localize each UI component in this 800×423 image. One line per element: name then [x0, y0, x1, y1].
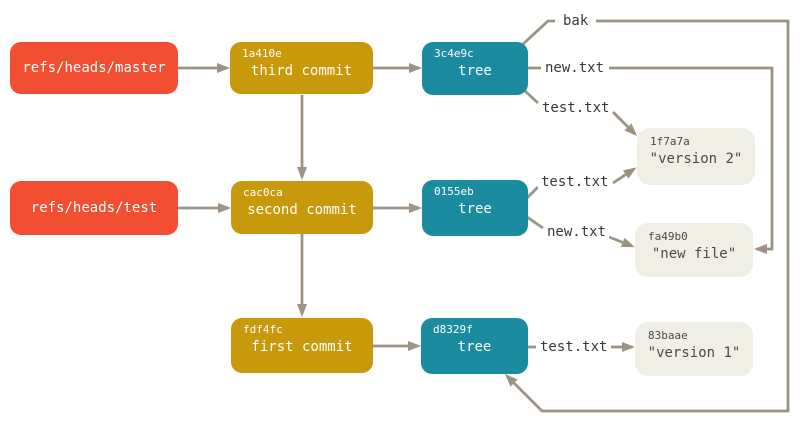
- commit-third: 1a410e third commit: [230, 42, 373, 94]
- edge-label-test-txt-from-0155eb: test.txt: [538, 172, 612, 192]
- commit-hash: 1a410e: [242, 47, 282, 60]
- tree-label: tree: [457, 339, 492, 355]
- edge-label-new-txt-from-0155eb: new.txt: [544, 222, 610, 242]
- blob-1f7a7a: 1f7a7a "version 2": [637, 128, 755, 185]
- edge-tree-3c4e9c-to-bak-label: [521, 19, 555, 47]
- edge-label-new-txt-from-3c4e9c: new.txt: [542, 58, 608, 78]
- ref-refs-heads-master: refs/heads/master: [10, 42, 178, 94]
- blob-label: "version 2": [649, 151, 743, 167]
- edge-tree-0155eb-to-testtxt-label: [525, 186, 539, 200]
- commit-label: third commit: [250, 63, 353, 79]
- tree-label: tree: [458, 63, 492, 79]
- edge-label-test-txt-from-3c4e9c: test.txt: [539, 98, 613, 118]
- edge-bak-label-to-tree-d8329f: [504, 19, 790, 413]
- blob-hash: 83baae: [648, 329, 688, 342]
- blob-83baae: 83baae "version 1": [635, 322, 753, 376]
- ref-label: refs/heads/master: [22, 60, 166, 76]
- blob-label: "version 1": [647, 345, 741, 361]
- tree-label: tree: [458, 201, 492, 217]
- edge-label-test-txt-from-d8329f: test.txt: [537, 337, 611, 357]
- commit-hash: fdf4fc: [243, 323, 283, 336]
- blob-hash: 1f7a7a: [650, 135, 690, 148]
- edge-newtxt-label-to-blob-fa49b0: [609, 66, 774, 254]
- tree-hash: 0155eb: [434, 185, 474, 198]
- edge-testtxt-label-to-blob-1f7a7a: [612, 111, 638, 137]
- edge-label-bak: bak: [555, 11, 597, 31]
- commit-label: second commit: [247, 202, 357, 218]
- commit-hash: cac0ca: [243, 186, 283, 199]
- blob-fa49b0: fa49b0 "new file": [635, 223, 753, 277]
- edge-tree-3c4e9c-to-testtxt-label: [524, 89, 539, 105]
- ref-refs-heads-test: refs/heads/test: [10, 181, 178, 235]
- tree-d8329f: d8329f tree: [421, 318, 528, 374]
- tree-hash: 3c4e9c: [434, 47, 474, 60]
- ref-label: refs/heads/test: [30, 200, 158, 216]
- commit-first: fdf4fc first commit: [231, 318, 373, 373]
- edge-tree-0155eb-to-newtxt-label: [526, 215, 544, 230]
- commit-second: cac0ca second commit: [231, 181, 373, 234]
- commit-label: first commit: [251, 339, 353, 355]
- edge-newtxt2-label-to-blob-fa49b0: [608, 235, 635, 248]
- edge-testtxt2-label-to-blob-1f7a7a: [612, 167, 637, 185]
- tree-3c4e9c: 3c4e9c tree: [422, 42, 528, 95]
- blob-hash: fa49b0: [648, 230, 688, 243]
- tree-hash: d8329f: [433, 323, 473, 336]
- blob-label: "new file": [651, 246, 737, 262]
- tree-0155eb: 0155eb tree: [422, 180, 528, 236]
